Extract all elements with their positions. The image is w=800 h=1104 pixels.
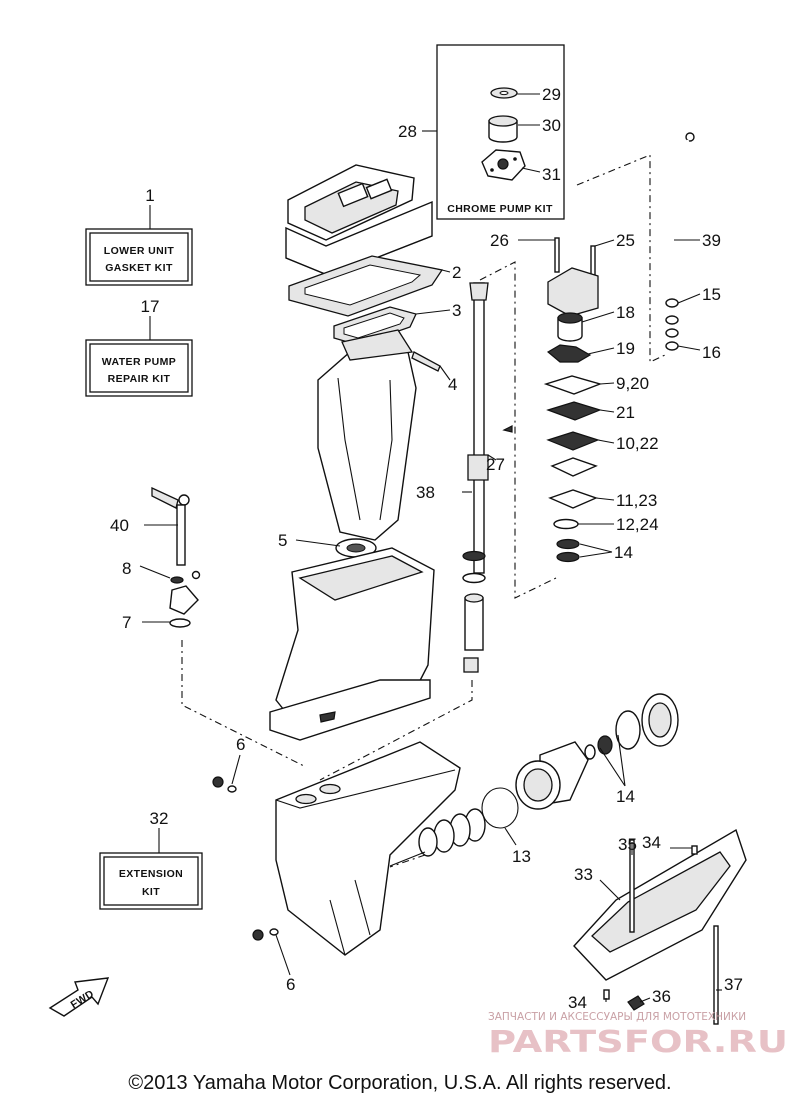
callout-36: 36 xyxy=(652,987,671,1006)
fwd-arrow-icon: FWD xyxy=(48,977,110,1017)
fasteners xyxy=(212,776,279,941)
kit-label-line: EXTENSION xyxy=(119,868,183,880)
callout-29: 29 xyxy=(542,85,561,104)
extension-kit-box: EXTENSION KIT xyxy=(99,852,203,910)
kit-label: CHROME PUMP KIT xyxy=(447,203,553,215)
lower-unit-gasket-kit-box: LOWER UNIT GASKET KIT xyxy=(85,228,193,286)
water-pump-stack xyxy=(543,237,603,563)
callout-6-upper: 6 xyxy=(236,735,245,754)
copyright-notice: ©2013 Yamaha Motor Corporation, U.S.A. A… xyxy=(128,1072,672,1094)
callout-33: 33 xyxy=(574,865,593,884)
callout-12-24: 12,24 xyxy=(616,515,659,534)
watermark: ЗАПЧАСТИ И АКСЕССУАРЫ ДЛЯ МОТОТЕХНИКИ PA… xyxy=(488,1011,788,1060)
kit-label-line: GASKET KIT xyxy=(105,262,173,274)
callout-11-23: 11,23 xyxy=(616,491,657,510)
callout-21: 21 xyxy=(616,403,635,422)
callout-13: 13 xyxy=(512,847,531,866)
callout-38: 38 xyxy=(416,483,435,502)
callout-2: 2 xyxy=(452,263,461,282)
upper-casing-assembly xyxy=(285,164,444,558)
watermark-caption: ЗАПЧАСТИ И АКСЕССУАРЫ ДЛЯ МОТОТЕХНИКИ xyxy=(488,1011,746,1023)
alignment-lines xyxy=(181,154,666,868)
callout-40: 40 xyxy=(110,516,129,535)
callout-25: 25 xyxy=(616,231,635,250)
callout-37: 37 xyxy=(724,975,743,994)
water-pump-repair-kit-box: WATER PUMP REPAIR KIT xyxy=(85,339,193,397)
callout-19: 19 xyxy=(616,339,635,358)
callout-16: 16 xyxy=(702,343,721,362)
callout-14-upper: 14 xyxy=(614,543,633,562)
water-tube xyxy=(665,132,695,351)
trim-plate-assembly xyxy=(573,828,747,1025)
callout-4: 4 xyxy=(448,375,457,394)
callout-1: 1 xyxy=(145,186,154,205)
callout-18: 18 xyxy=(616,303,635,322)
callout-9-20: 9,20 xyxy=(616,374,649,393)
kit-label-line: LOWER UNIT xyxy=(104,245,175,257)
shift-rod-assembly xyxy=(151,486,201,628)
callout-numbers: 1 17 32 28 29 30 31 2 3 4 5 8 7 40 38 27… xyxy=(110,85,743,1012)
callout-32: 32 xyxy=(150,809,169,828)
callout-15: 15 xyxy=(702,285,721,304)
lower-case xyxy=(275,741,461,956)
extension-housing xyxy=(269,547,435,741)
leader-lines xyxy=(139,93,722,1003)
callout-10-22: 10,22 xyxy=(616,434,659,453)
callout-30: 30 xyxy=(542,116,561,135)
callout-3: 3 xyxy=(452,301,461,320)
callout-17: 17 xyxy=(141,297,160,316)
callout-34-lower: 34 xyxy=(568,993,587,1012)
callout-6-lower: 6 xyxy=(286,975,295,994)
callout-31: 31 xyxy=(542,165,561,184)
kit-label-line: WATER PUMP xyxy=(102,356,176,368)
propeller-shaft-group xyxy=(389,693,679,867)
drive-shaft xyxy=(462,282,513,673)
callout-14-lower: 14 xyxy=(616,787,635,806)
callout-28: 28 xyxy=(398,122,417,141)
kit-label-line: REPAIR KIT xyxy=(108,373,171,385)
chrome-pump-kit-box: CHROME PUMP KIT xyxy=(436,44,565,220)
callout-26: 26 xyxy=(490,231,509,250)
callout-5: 5 xyxy=(278,531,287,550)
callout-34-upper: 34 xyxy=(642,833,661,852)
callout-7: 7 xyxy=(122,613,131,632)
watermark-brand: PARTSFOR.RU xyxy=(488,1025,788,1060)
callout-8: 8 xyxy=(122,559,131,578)
callout-35: 35 xyxy=(618,835,637,854)
callout-27: 27 xyxy=(486,455,505,474)
kit-label-line: KIT xyxy=(142,886,160,898)
callout-39: 39 xyxy=(702,231,721,250)
